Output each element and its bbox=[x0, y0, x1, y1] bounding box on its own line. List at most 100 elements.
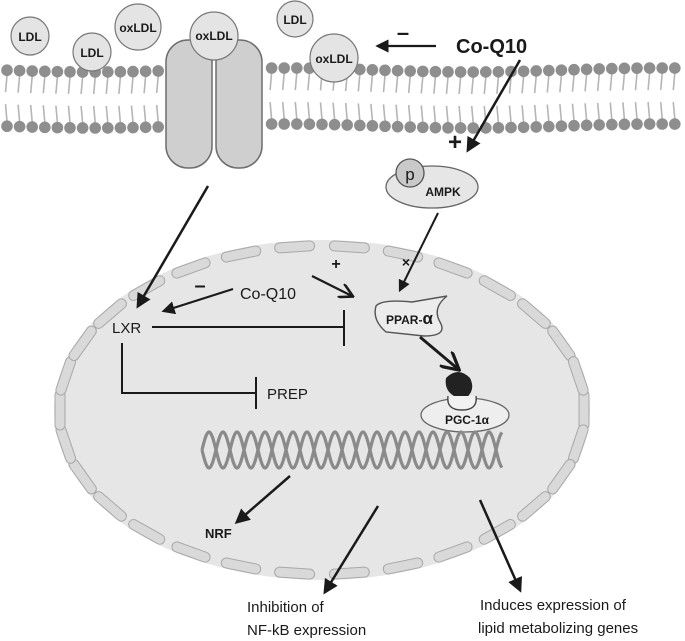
envelope-segment bbox=[93, 491, 127, 522]
ldl-right-label: LDL bbox=[283, 13, 306, 27]
phospholipid-pair bbox=[366, 64, 379, 132]
ppar-alpha: PPAR-α bbox=[374, 294, 450, 337]
envelope-segment bbox=[478, 275, 516, 301]
phospholipid-pair bbox=[139, 65, 152, 134]
ldl-left-label: LDL bbox=[18, 30, 41, 44]
membrane-activate-sign: + bbox=[448, 129, 462, 156]
nucleus-body bbox=[54, 240, 590, 580]
inhibition-line1: Inhibition of bbox=[247, 599, 325, 616]
phospholipid-pair bbox=[417, 65, 429, 134]
envelope-segment bbox=[54, 389, 66, 431]
nucleus-minus-sign: – bbox=[194, 275, 205, 297]
envelope-segment bbox=[517, 491, 551, 522]
induction-line2: lipid metabolizing genes bbox=[478, 620, 638, 637]
pgc-cup bbox=[447, 395, 477, 411]
coq10-to-ampk-arrow bbox=[466, 59, 522, 153]
induction-line1: Induces expression of bbox=[480, 597, 627, 614]
phospho-circle bbox=[395, 158, 425, 188]
dna-to-inhibition-arrow bbox=[323, 505, 380, 595]
phospholipid-pair bbox=[76, 66, 89, 134]
dna-strand-b bbox=[200, 430, 504, 470]
ldl-particle-mid: LDL bbox=[72, 32, 112, 72]
coq10-to-ppar-arrow bbox=[311, 275, 352, 296]
phospholipid-pair bbox=[467, 66, 480, 134]
phospholipid-pair bbox=[278, 62, 291, 130]
phospholipid-pair bbox=[429, 65, 442, 134]
phospholipid-pair bbox=[669, 62, 681, 130]
inhibition-line2: NF-kB expression bbox=[247, 622, 366, 639]
oxldl-particle-left: oxLDL bbox=[114, 3, 162, 51]
phospho-label: p bbox=[405, 165, 414, 184]
phospholipid-pair bbox=[492, 65, 505, 134]
phospholipid-pair bbox=[606, 62, 618, 131]
prep-label: PREP bbox=[267, 386, 308, 403]
envelope-segment bbox=[382, 245, 424, 263]
pgc1a-complex: PGC-1α bbox=[420, 372, 510, 433]
phospholipid-pair bbox=[39, 65, 51, 134]
envelope-segment bbox=[93, 298, 127, 329]
phospholipid-pair bbox=[454, 66, 467, 134]
phospholipid-pair bbox=[555, 64, 568, 132]
envelope-segment bbox=[328, 240, 370, 254]
membrane-inhibit-sign: – bbox=[397, 20, 409, 45]
envelope-segment bbox=[68, 325, 97, 362]
ldl-mid-label: LDL bbox=[80, 46, 103, 60]
phospholipid-pair bbox=[580, 63, 593, 132]
ampk-to-ppar-arrow bbox=[398, 212, 439, 293]
phospholipid-pair bbox=[114, 66, 127, 134]
lxr-inhibits-prep bbox=[121, 343, 257, 409]
phospholipid-pair bbox=[379, 64, 391, 133]
oxldl-right-label: oxLDL bbox=[315, 52, 352, 66]
receptor-left-subunit bbox=[165, 39, 213, 169]
ldl-particle-left: LDL bbox=[10, 16, 50, 56]
envelope-segment bbox=[171, 541, 211, 563]
phospholipid-pair bbox=[127, 65, 139, 134]
envelope-segment bbox=[382, 557, 424, 575]
envelope-segment bbox=[433, 541, 473, 563]
phospholipid-pair bbox=[303, 62, 316, 130]
oxldl-particle-right: oxLDL bbox=[309, 33, 359, 83]
envelope-segment bbox=[578, 389, 590, 431]
envelope-segment bbox=[128, 519, 166, 545]
phospholipid-pair bbox=[26, 65, 38, 133]
phospholipid-pair bbox=[568, 63, 580, 132]
envelope-segment bbox=[274, 240, 316, 254]
receptor-right-subunit bbox=[215, 39, 263, 169]
phospholipid-pair bbox=[51, 65, 64, 134]
envelope-segment bbox=[547, 458, 576, 495]
phospholipid-pair bbox=[530, 65, 542, 133]
nucleus bbox=[54, 240, 590, 580]
envelope-segment bbox=[220, 245, 262, 263]
nucleus-coq10-label: Co-Q10 bbox=[240, 286, 296, 303]
phospholipid-pair bbox=[265, 62, 278, 130]
phospholipid-pair bbox=[480, 66, 492, 134]
nuclear-envelope bbox=[54, 240, 590, 580]
oxldl-receptor bbox=[165, 39, 263, 169]
envelope-segment bbox=[478, 519, 516, 545]
phospholipid-pair bbox=[89, 66, 101, 134]
oxldl-particle-receptor: oxLDL bbox=[189, 11, 239, 61]
phospholipid-pair bbox=[643, 62, 656, 130]
ampk-label: AMPK bbox=[425, 185, 461, 199]
phospholipid-pair bbox=[593, 63, 605, 131]
phospholipid-pair bbox=[102, 66, 114, 134]
dna-to-induction-arrow bbox=[478, 499, 522, 593]
phospholipid-pair bbox=[354, 63, 366, 132]
phospholipid-pair bbox=[404, 65, 417, 133]
ampk-complex: p AMPK bbox=[385, 158, 479, 209]
nrf-label: NRF bbox=[205, 526, 232, 541]
phospholipid-pair bbox=[618, 62, 631, 131]
phospholipid-pair bbox=[391, 64, 404, 133]
ampk-ppar-sign: × bbox=[402, 254, 410, 270]
oxldl-left-label: oxLDL bbox=[119, 21, 156, 35]
cell-membrane bbox=[1, 62, 681, 134]
receptor-to-lxr-arrow bbox=[136, 185, 210, 309]
phospholipid-pair bbox=[517, 65, 530, 134]
envelope-segment bbox=[220, 557, 262, 575]
ppar-alpha-symbol: α bbox=[422, 309, 433, 328]
pgc-label: PGC-1α bbox=[445, 413, 490, 427]
phospholipid-pair bbox=[631, 62, 643, 130]
oxldl-receptor-label: oxLDL bbox=[195, 29, 232, 43]
phospholipid-pair bbox=[442, 66, 454, 134]
nucleus-plus-sign: + bbox=[331, 256, 340, 273]
